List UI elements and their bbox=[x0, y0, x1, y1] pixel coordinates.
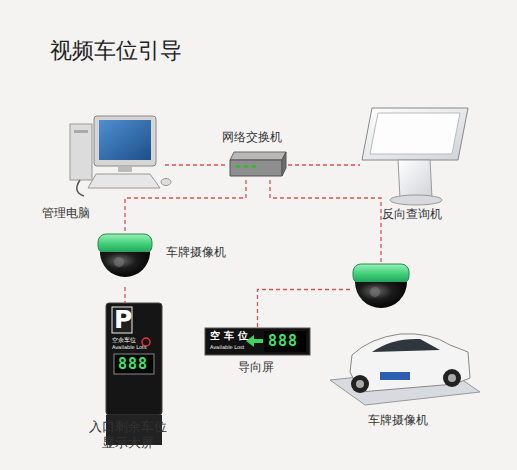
camera-node: 车牌摄像机 bbox=[95, 232, 155, 287]
kiosk-illustration bbox=[362, 108, 468, 205]
screen-caption: Available Lost bbox=[210, 345, 245, 350]
parking-symbol: P bbox=[114, 307, 132, 332]
dashed-link bbox=[258, 290, 351, 329]
switch-illustration-part bbox=[236, 165, 240, 168]
switch-illustration-part bbox=[244, 165, 248, 168]
switch-illustration-part bbox=[230, 152, 286, 160]
car-illustration bbox=[330, 334, 480, 405]
kiosk-illustration-part bbox=[370, 113, 460, 154]
switch-illustration-part bbox=[282, 152, 286, 176]
computer-illustration bbox=[70, 116, 171, 196]
node-label: 反向查询机 bbox=[382, 207, 442, 222]
computer-illustration-part bbox=[88, 174, 160, 188]
dashed-link bbox=[270, 180, 381, 262]
node-label: 车牌摄像机 bbox=[368, 413, 428, 428]
sign-illustration-part bbox=[112, 307, 132, 333]
car-illustration-part bbox=[448, 374, 456, 382]
digit-display: 888 bbox=[118, 357, 148, 372]
camera-illustration-part bbox=[370, 287, 380, 297]
node-label: 管理电脑 bbox=[42, 206, 90, 221]
switch-node: 网络交换机 bbox=[228, 150, 288, 180]
computer-illustration-part bbox=[94, 116, 156, 166]
computer-illustration-part bbox=[70, 124, 92, 180]
car-illustration-part bbox=[443, 369, 461, 387]
car-illustration-part bbox=[356, 380, 364, 388]
camera-illustration-part bbox=[100, 252, 150, 277]
dashed-link bbox=[124, 287, 125, 303]
sign-caption: Available Lots bbox=[112, 345, 147, 350]
screen-caption: 空车位 bbox=[210, 331, 252, 341]
dashed-link bbox=[288, 164, 360, 165]
computer-illustration-part bbox=[118, 166, 132, 172]
car-illustration-part bbox=[351, 375, 369, 393]
computer-node: 管理电脑 bbox=[65, 112, 165, 197]
sign-caption: 空余车位 bbox=[112, 337, 136, 343]
camera-illustration bbox=[98, 234, 152, 277]
camera-illustration bbox=[353, 264, 409, 308]
car-illustration-part bbox=[380, 372, 410, 380]
computer-illustration-part bbox=[74, 130, 88, 133]
kiosk-illustration-part bbox=[362, 108, 468, 160]
car-illustration-part bbox=[350, 334, 470, 392]
camera-illustration-part bbox=[98, 234, 152, 254]
diagram-title: 视频车位引导 bbox=[50, 36, 182, 66]
camera-illustration-part bbox=[353, 264, 409, 284]
kiosk-node: 反向查询机 bbox=[360, 105, 470, 200]
camera-illustration-part bbox=[355, 282, 407, 308]
computer-illustration-part bbox=[77, 180, 84, 196]
digit-display: 888 bbox=[268, 334, 298, 349]
sign-illustration-part bbox=[106, 303, 162, 415]
guide-screen-illustration-part bbox=[264, 331, 306, 352]
computer-illustration-part bbox=[161, 179, 171, 186]
dashed-link bbox=[125, 180, 246, 232]
node-label: 网络交换机 bbox=[222, 130, 282, 145]
switch-illustration bbox=[230, 152, 286, 176]
kiosk-illustration-part bbox=[390, 195, 442, 205]
computer-illustration-part bbox=[99, 120, 151, 160]
car-illustration-part bbox=[372, 339, 440, 352]
guide-screen-illustration bbox=[205, 328, 310, 355]
camera-node: 车牌摄像机 bbox=[350, 262, 412, 317]
switch-illustration-part bbox=[252, 165, 256, 168]
sign-illustration-part bbox=[114, 354, 154, 374]
guide-screen-illustration-part bbox=[205, 328, 310, 355]
node-label: 入口剩余车位 显示大屏 bbox=[86, 419, 170, 451]
dashed-link bbox=[165, 164, 228, 165]
node-label: 导向屏 bbox=[238, 360, 274, 375]
camera-illustration-part bbox=[114, 257, 124, 267]
switch-illustration-part bbox=[230, 160, 282, 176]
kiosk-illustration-part bbox=[398, 160, 432, 198]
node-label: 车牌摄像机 bbox=[166, 245, 226, 260]
